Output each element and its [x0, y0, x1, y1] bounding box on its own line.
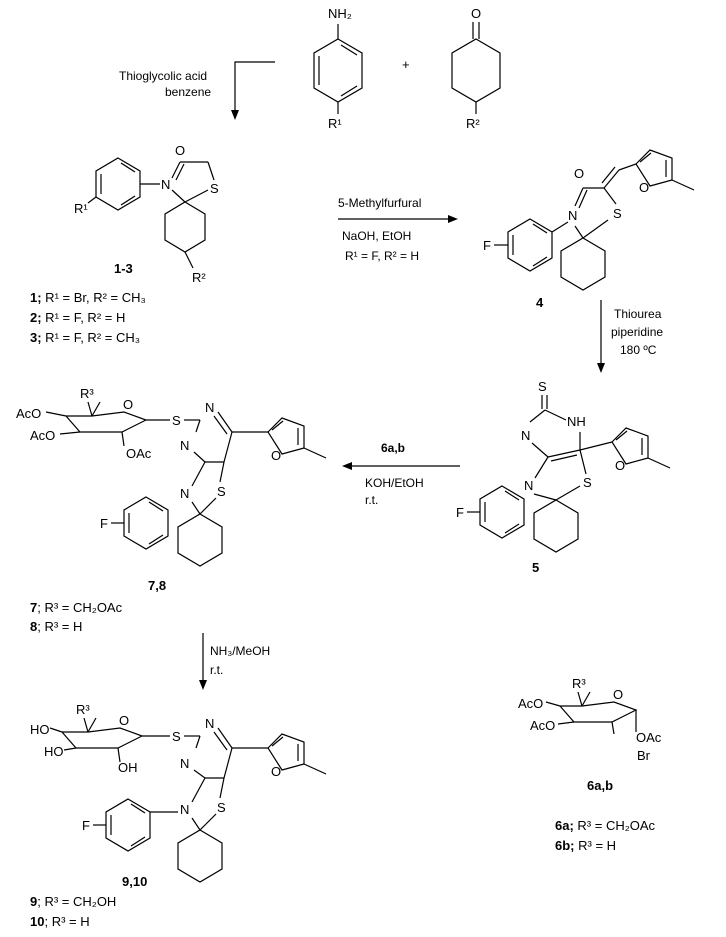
r3-label: R³	[76, 702, 90, 717]
cyclohexanone-structure: O R²	[451, 6, 501, 131]
furan-o-label: O	[271, 448, 281, 463]
step5-arrow: NH₃/MeOH r.t.	[199, 633, 270, 690]
step4-reagent-c: r.t.	[365, 493, 378, 507]
carbonyl-o-label: O	[175, 143, 185, 158]
f-label: F	[82, 818, 90, 833]
glyco-s-label: S	[172, 729, 181, 744]
legend-7: 7; R³ = CH₂OAc	[30, 600, 123, 615]
aco-label-1: AcO	[518, 696, 543, 711]
step3-reagent-a: Thiourea	[614, 307, 662, 321]
step2-reagent-a: 5-Methylfurfural	[338, 196, 421, 210]
label-1-3: 1-3	[114, 261, 133, 276]
nh2-label: NH₂	[328, 6, 352, 21]
label-6ab: 6a,b	[587, 778, 613, 793]
step4-reagent-b: KOH/EtOH	[365, 476, 424, 490]
compound-9-10-structure: R³ HO HO O OH S N N O S N F	[30, 702, 327, 889]
ring-o-label: O	[119, 713, 129, 728]
label-9-10: 9,10	[122, 874, 147, 889]
step1-reagent-b: benzene	[165, 85, 211, 99]
label-5: 5	[532, 560, 539, 575]
ho-label-1: HO	[30, 722, 50, 737]
oac-label: OAc	[636, 730, 662, 745]
aco-label-1: AcO	[16, 406, 41, 421]
carbonyl-o-label: O	[574, 166, 584, 181]
s-label: S	[217, 484, 226, 499]
r1-label: R¹	[74, 201, 88, 216]
step3-arrow: Thiourea piperidine 180 ºC	[597, 300, 663, 373]
step3-reagent-c: 180 ºC	[620, 343, 657, 357]
compound-1-3-structure: R¹ N O S R² 1-3	[74, 143, 219, 285]
r3-label: R³	[80, 386, 94, 401]
furan-o-label: O	[639, 180, 649, 195]
n-label: N	[205, 400, 214, 415]
aniline-structure: NH₂ R¹	[313, 6, 363, 131]
n-label: N	[568, 208, 577, 223]
step2-reagent-b: NaOH, EtOH	[342, 229, 411, 243]
step3-reagent-b: piperidine	[611, 325, 663, 339]
legend-1: 1; R¹ = Br, R² = CH₃	[30, 290, 146, 305]
f-label: F	[100, 516, 108, 531]
n-label: N	[180, 438, 189, 453]
n-label: N	[180, 756, 189, 771]
legend-3: 3; R¹ = F, R² = CH₃	[30, 330, 140, 345]
compound-7-8-structure: R³ AcO AcO O OAc S N N O S N F	[16, 386, 327, 593]
step5-reagent-a: NH₃/MeOH	[210, 644, 270, 658]
s-label: S	[613, 206, 622, 221]
ketone-o-label: O	[471, 6, 481, 21]
legend-9: 9; R³ = CH₂OH	[30, 894, 116, 909]
legend-10: 10; R³ = H	[30, 914, 90, 929]
nh-label: NH	[567, 414, 586, 429]
s-label: S	[210, 181, 219, 196]
step1-reagent-a: Thioglycolic acid	[119, 69, 207, 83]
aco-label-2: AcO	[530, 718, 555, 733]
f-label: F	[456, 505, 464, 520]
r1-label: R¹	[328, 116, 342, 131]
f-label: F	[483, 238, 491, 253]
n-label: N	[180, 486, 189, 501]
legend-8: 8; R³ = H	[30, 619, 82, 634]
step2-reagent-c: R¹ = F, R² = H	[345, 249, 419, 263]
compound-5-structure: S NH N S N O F 5	[456, 379, 671, 575]
oh-label: OH	[118, 760, 138, 775]
label-7-8: 7,8	[148, 578, 166, 593]
legend-2: 2; R¹ = F, R² = H	[30, 310, 125, 325]
s-label: S	[583, 475, 592, 490]
n-label: N	[180, 802, 189, 817]
r2-label: R²	[466, 116, 480, 131]
r3-label: R³	[572, 676, 586, 691]
n-label: N	[205, 716, 214, 731]
step4-arrow: 6a,b KOH/EtOH r.t.	[342, 441, 460, 507]
step2-arrow: 5-Methylfurfural NaOH, EtOH R¹ = F, R² =…	[338, 196, 458, 263]
furan-o-label: O	[271, 764, 281, 779]
ho-label-2: HO	[44, 744, 64, 759]
plus-sign: +	[402, 57, 410, 72]
legend-6a: 6a; R³ = CH₂OAc	[555, 818, 656, 833]
glyco-s-label: S	[172, 413, 181, 428]
compound-6ab-structure: R³ AcO AcO O OAc Br 6a,b	[518, 676, 662, 793]
ring-o-label: O	[123, 397, 133, 412]
n-label: N	[521, 428, 530, 443]
n-label: N	[524, 478, 533, 493]
n-label: N	[161, 177, 170, 192]
s-label: S	[217, 800, 226, 815]
aco-label-2: AcO	[30, 428, 55, 443]
step5-reagent-b: r.t.	[210, 663, 223, 677]
oac-label: OAc	[126, 446, 152, 461]
compound-4-structure: F N O S O 4	[483, 149, 695, 310]
ring-o-label: O	[613, 687, 623, 702]
thione-s-label: S	[538, 379, 547, 394]
r2-label: R²	[192, 270, 206, 285]
br-label: Br	[637, 748, 651, 763]
furan-o-label: O	[615, 458, 625, 473]
step4-reagent-a: 6a,b	[381, 441, 405, 455]
step1-arrow: Thioglycolic acid benzene	[119, 61, 275, 120]
legend-6b: 6b; R³ = H	[555, 838, 616, 853]
label-4: 4	[536, 295, 544, 310]
